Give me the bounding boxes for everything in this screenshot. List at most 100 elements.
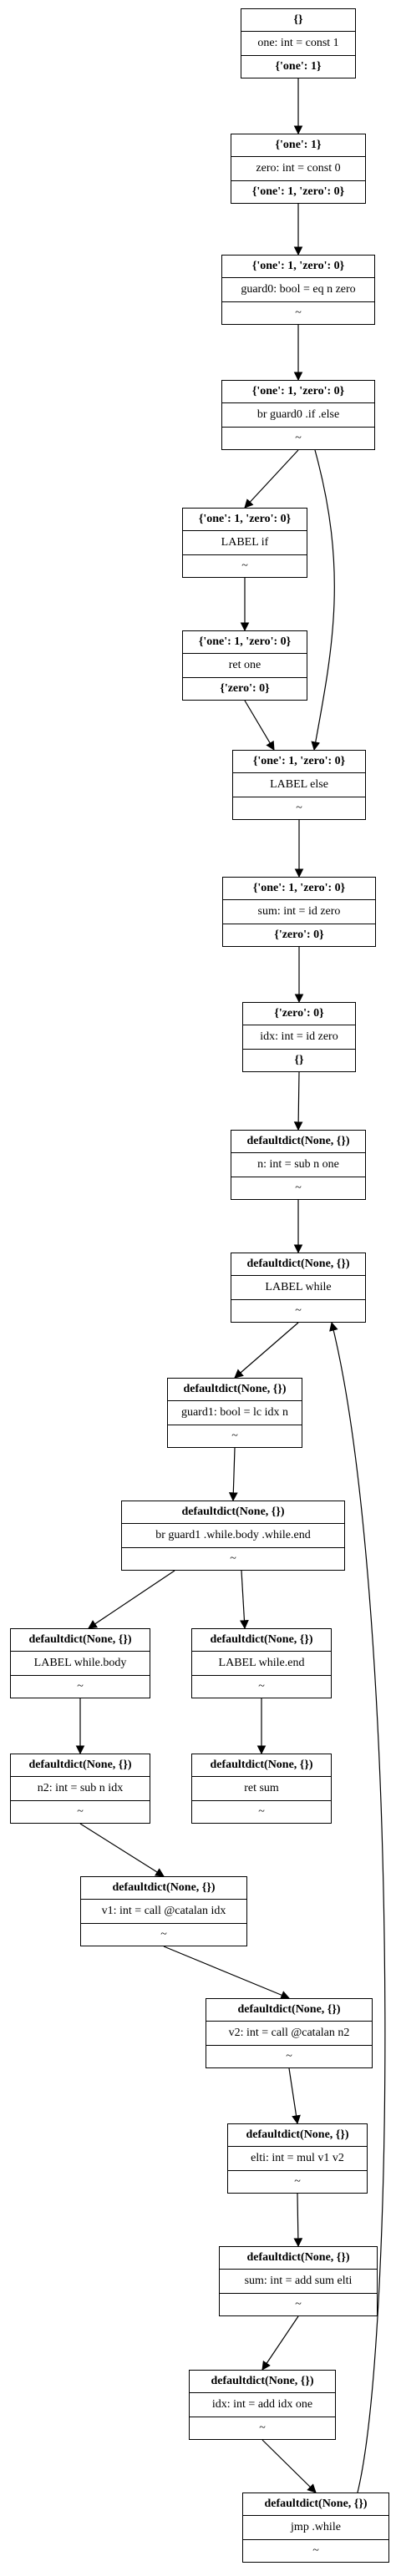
- node-state-in: defaultdict(None, {}): [211, 2375, 314, 2387]
- node-instruction: LABEL while.end: [192, 1651, 331, 1675]
- cfg-node: defaultdict(None, {}) guard1: bool = lc i…: [167, 1378, 302, 1448]
- node-state-in: {'one': 1, 'zero': 0}: [198, 635, 292, 648]
- cfg-node: defaultdict(None, {}) LABEL while~: [231, 1253, 366, 1323]
- node-state-in: defaultdict(None, {}): [246, 2251, 350, 2264]
- node-state-in: {'one': 1, 'zero': 0}: [252, 755, 346, 767]
- node-state-out: ~: [192, 1675, 331, 1698]
- node-instruction: LABEL else: [233, 772, 365, 797]
- cfg-node: {'one': 1, 'zero': 0} sum: int = id zero{…: [222, 877, 376, 947]
- cfg-edge-n22-n10: [329, 1321, 386, 2493]
- cfg-edge-n12-n13: [88, 1570, 175, 1629]
- node-state-out: {'one': 1, 'zero': 0}: [231, 180, 365, 203]
- node-state-out: ~: [222, 427, 374, 449]
- node-state-in: defaultdict(None, {}): [112, 1881, 216, 1894]
- cfg-edge-n3-n4: [244, 449, 299, 509]
- node-instruction: jmp .while: [243, 2515, 388, 2539]
- node-instruction: n: int = sub n one: [231, 1152, 365, 1177]
- node-state-in: defaultdict(None, {}): [210, 1759, 313, 1771]
- cfg-node: defaultdict(None, {}) n: int = sub n one~: [231, 1130, 366, 1200]
- cfg-edge-n11-n12: [228, 1447, 238, 1502]
- node-instruction: LABEL while: [231, 1275, 365, 1299]
- node-state-out: {'zero': 0}: [223, 924, 375, 946]
- node-instruction: zero: int = const 0: [231, 156, 365, 180]
- node-state-in: defaultdict(None, {}): [246, 2128, 349, 2141]
- node-state-out: ~: [231, 1299, 365, 1322]
- node-state-in: {'one': 1, 'zero': 0}: [251, 385, 345, 397]
- cfg-edge-n3-n6: [311, 449, 335, 752]
- cfg-node: defaultdict(None, {}) LABEL while.end~: [191, 1628, 332, 1698]
- cfg-node: defaultdict(None, {})idx: int = add idx …: [189, 2370, 336, 2440]
- cfg-node: {'one': 1, 'zero': 0} LABEL else~: [232, 750, 366, 820]
- cfg-node: defaultdict(None, {}) jmp .while~: [242, 2492, 389, 2563]
- node-state-out: {'zero': 0}: [183, 677, 307, 700]
- cfg-node: defaultdict(None, {}) LABEL while.body~: [10, 1628, 150, 1698]
- cfg-node: defaultdict(None, {})sum: int = add sum …: [219, 2246, 378, 2316]
- node-instruction: br guard1 .while.body .while.end: [122, 1523, 344, 1547]
- node-state-out: ~: [192, 1800, 331, 1823]
- node-state-in: defaultdict(None, {}): [210, 1633, 313, 1646]
- node-instruction: LABEL while.body: [11, 1651, 150, 1675]
- node-state-in: {'one': 1, 'zero': 0}: [198, 513, 292, 525]
- node-instruction: guard1: bool = lc idx n: [168, 1400, 302, 1425]
- node-instruction: ret one: [183, 653, 307, 677]
- node-state-in: defaultdict(None, {}): [264, 2498, 368, 2510]
- node-state-in: {}: [293, 13, 303, 26]
- node-instruction: n2: int = sub n idx: [11, 1776, 150, 1800]
- node-state-out: ~: [222, 301, 374, 324]
- cfg-node: defaultdict(None, {}) br guard1 .while.bo…: [121, 1501, 345, 1571]
- cfg-edge-n10-n11: [234, 1322, 299, 1379]
- cfg-node: {'one': 1, 'zero': 0} ret one{'zero': 0}: [182, 630, 307, 701]
- node-state-out: ~: [228, 2170, 367, 2193]
- cfg-node: defaultdict(None, {})v2: int = call @cat…: [206, 1998, 373, 2068]
- cfg-node: {'one': 1} zero: int = const 0{'one': 1, …: [231, 134, 366, 204]
- cfg-edge-n21-n22: [261, 2439, 317, 2493]
- node-instruction: elti: int = mul v1 v2: [228, 2146, 367, 2170]
- node-state-out: ~: [220, 2293, 377, 2315]
- node-state-out: ~: [243, 2539, 388, 2562]
- node-instruction: v2: int = call @catalan n2: [206, 2021, 372, 2045]
- node-state-out: ~: [233, 797, 365, 819]
- node-instruction: idx: int = id zero: [243, 1025, 355, 1049]
- node-instruction: one: int = const 1: [241, 31, 355, 55]
- node-state-in: defaultdict(None, {}): [181, 1506, 285, 1518]
- node-instruction: LABEL if: [183, 530, 307, 554]
- node-state-in: {'one': 1, 'zero': 0}: [252, 882, 346, 894]
- cfg-edge-n17-n18: [163, 1946, 290, 2000]
- node-state-out: {'one': 1}: [241, 55, 355, 78]
- node-state-out: ~: [190, 2417, 335, 2439]
- node-state-out: ~: [11, 1675, 150, 1698]
- node-state-out: ~: [122, 1547, 344, 1570]
- cfg-node: {'one': 1, 'zero': 0} guard0: bool = eq n…: [221, 255, 375, 325]
- cfg-node: defaultdict(None, {})v1: int = call @cat…: [80, 1876, 247, 1946]
- cfg-node: {'one': 1, 'zero': 0} br guard0 .if .else…: [221, 380, 375, 450]
- node-instruction: guard0: bool = eq n zero: [222, 277, 374, 301]
- node-state-out: {}: [243, 1049, 355, 1071]
- node-instruction: br guard0 .if .else: [222, 402, 374, 427]
- node-state-in: {'zero': 0}: [274, 1007, 324, 1020]
- node-state-out: ~: [183, 554, 307, 577]
- cfg-edge-n8-n9: [293, 1071, 303, 1131]
- cfg-edge-n18-n19: [288, 2067, 301, 2125]
- cfg-node: defaultdict(None, {}) elti: int = mul v1 …: [227, 2123, 368, 2194]
- cfg-node: defaultdict(None, {}) n2: int = sub n idx…: [10, 1754, 150, 1824]
- node-state-in: {'one': 1}: [275, 139, 322, 151]
- node-state-out: ~: [206, 2045, 372, 2067]
- node-state-in: defaultdict(None, {}): [246, 1135, 350, 1147]
- cfg-edge-n5-n6: [244, 700, 275, 751]
- node-state-in: defaultdict(None, {}): [183, 1383, 287, 1395]
- node-state-out: ~: [231, 1177, 365, 1199]
- cfg-edge-n12-n14: [240, 1570, 249, 1630]
- cfg-node: {'one': 1, 'zero': 0} LABEL if~: [182, 508, 307, 578]
- node-state-in: {'one': 1, 'zero': 0}: [251, 260, 345, 272]
- node-instruction: ret sum: [192, 1776, 331, 1800]
- node-state-in: defaultdict(None, {}): [246, 1258, 350, 1270]
- cfg-edge-n20-n21: [261, 2315, 299, 2371]
- node-state-in: defaultdict(None, {}): [28, 1759, 132, 1771]
- node-state-in: defaultdict(None, {}): [28, 1633, 132, 1646]
- node-instruction: sum: int = id zero: [223, 899, 375, 924]
- cfg-edge-n19-n20: [293, 2193, 303, 2248]
- node-state-out: ~: [11, 1800, 150, 1823]
- node-state-out: ~: [81, 1923, 246, 1946]
- cfg-edge-n15-n17: [79, 1823, 165, 1877]
